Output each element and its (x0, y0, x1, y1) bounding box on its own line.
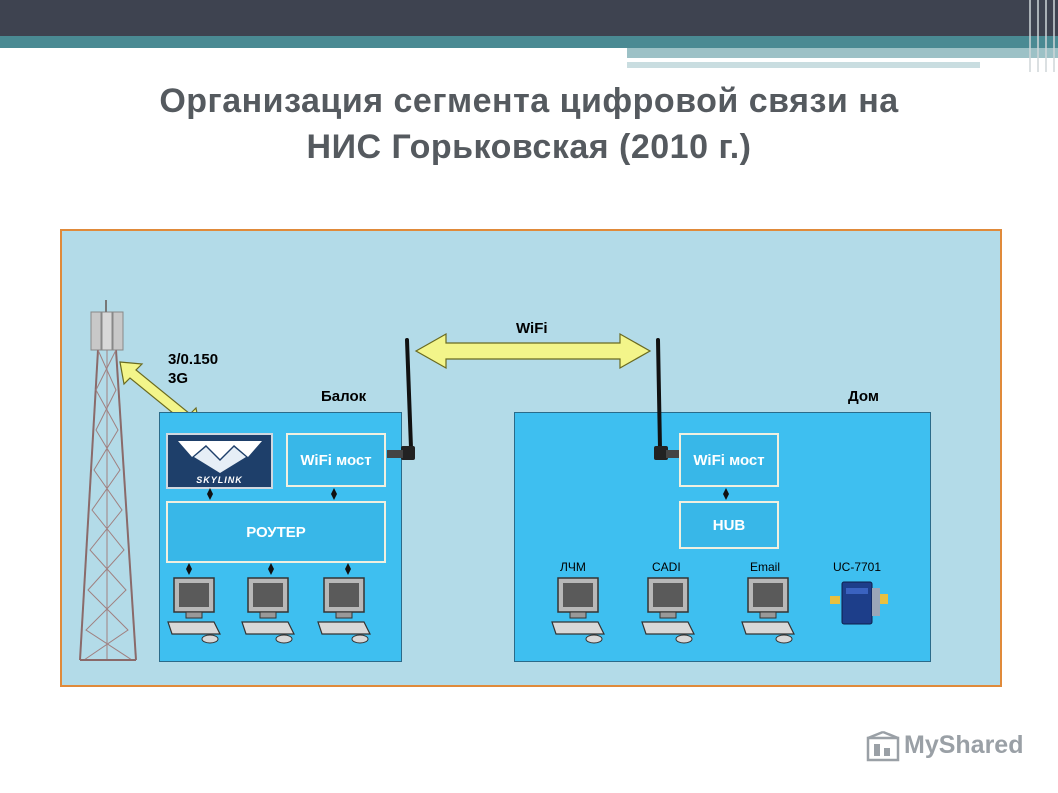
hub-box: HUB (679, 501, 779, 549)
left-site-title: Балок (321, 388, 367, 405)
slide-title-line2: НИС Горьковская (2010 г.) (306, 128, 752, 166)
link-speed-label: 3/0.150 (168, 351, 219, 368)
connector-diamond (345, 563, 351, 575)
connector-diamond (207, 488, 213, 500)
skylink-logo: SKYLINK (166, 433, 273, 489)
left-wifi-bridge: WiFi мост (286, 433, 386, 487)
router-box: РОУТЕР (166, 501, 386, 563)
myshared-logo-icon (866, 730, 900, 762)
corner-decoration (1029, 0, 1055, 72)
computer-icon (167, 577, 221, 644)
device-label-email: Email (750, 560, 781, 574)
device-label-cadi: CADI (652, 560, 681, 574)
slide-stripe (627, 48, 1058, 58)
wifi-link-arrow (414, 332, 652, 370)
slide-stripe (627, 62, 980, 68)
link-type-label: 3G (168, 370, 189, 387)
slide-title: Организация сегмента цифровой связи на Н… (0, 78, 1058, 170)
cell-tower-icon (79, 300, 137, 661)
device-label-lchm: ЛЧМ (560, 560, 586, 574)
computer-icon (741, 577, 795, 644)
right-antenna-icon (654, 338, 682, 460)
slide-top-bar (0, 0, 1058, 36)
wifi-link-label: WiFi (516, 320, 548, 337)
right-site-title: Дом (848, 388, 879, 405)
slide-stripe (0, 36, 1058, 48)
computer-icon (241, 577, 295, 644)
skylink-logo-mark (178, 441, 262, 473)
connector-diamond (723, 488, 729, 500)
embedded-computer-icon (830, 581, 888, 625)
slide-title-line1: Организация сегмента цифровой связи на (159, 82, 899, 120)
connector-diamond (331, 488, 337, 500)
skylink-logo-text: SKYLINK (196, 475, 243, 485)
watermark-text: MyShared (904, 731, 1024, 759)
connector-diamond (268, 563, 274, 575)
connector-diamond (186, 563, 192, 575)
computer-icon (641, 577, 695, 644)
computer-icon (317, 577, 371, 644)
device-label-uc7701: UC-7701 (833, 560, 882, 574)
computer-icon (551, 577, 605, 644)
right-wifi-bridge: WiFi мост (679, 433, 779, 487)
left-antenna-icon (387, 338, 415, 460)
